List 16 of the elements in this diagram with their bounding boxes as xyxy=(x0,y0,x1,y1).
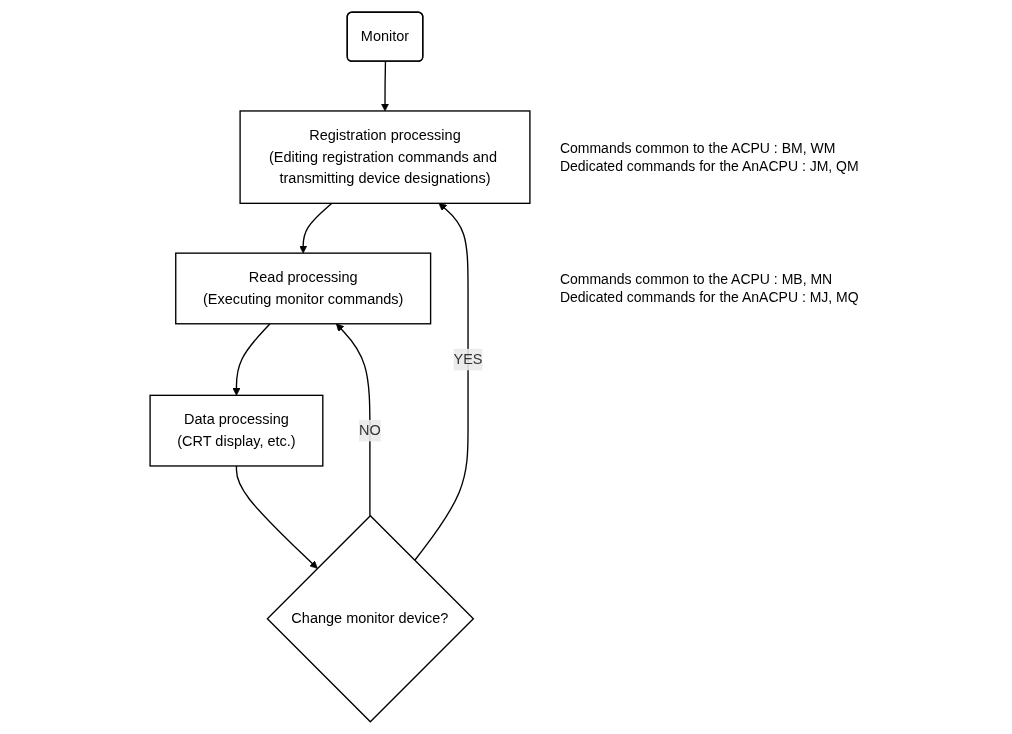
note-text: Commands common to the ACPU : BM, WM xyxy=(559,139,837,158)
arrow xyxy=(413,202,469,562)
edge-label: NO xyxy=(359,422,381,438)
node-box: Registration processing (Editing registration commands and transmitting device designations) xyxy=(239,110,531,204)
note-text: Dedicated commands for the AnACPU : MJ, MQ xyxy=(559,288,859,307)
note-text: Dedicated commands for the AnACPU : JM, QM xyxy=(559,157,859,176)
arrow xyxy=(235,465,318,569)
arrow xyxy=(232,323,271,396)
node-box: Read processing (Executing monitor commands) xyxy=(175,252,432,325)
node-box: Data processing (CRT display, etc.) xyxy=(149,394,324,467)
arrow xyxy=(299,202,333,254)
arrow xyxy=(381,60,389,112)
edge-label: YES xyxy=(453,351,483,367)
note-text: Commands common to the ACPU : MB, MN xyxy=(559,270,834,289)
arrow xyxy=(335,323,371,517)
node-diamond: Change monitor device? xyxy=(266,514,475,723)
